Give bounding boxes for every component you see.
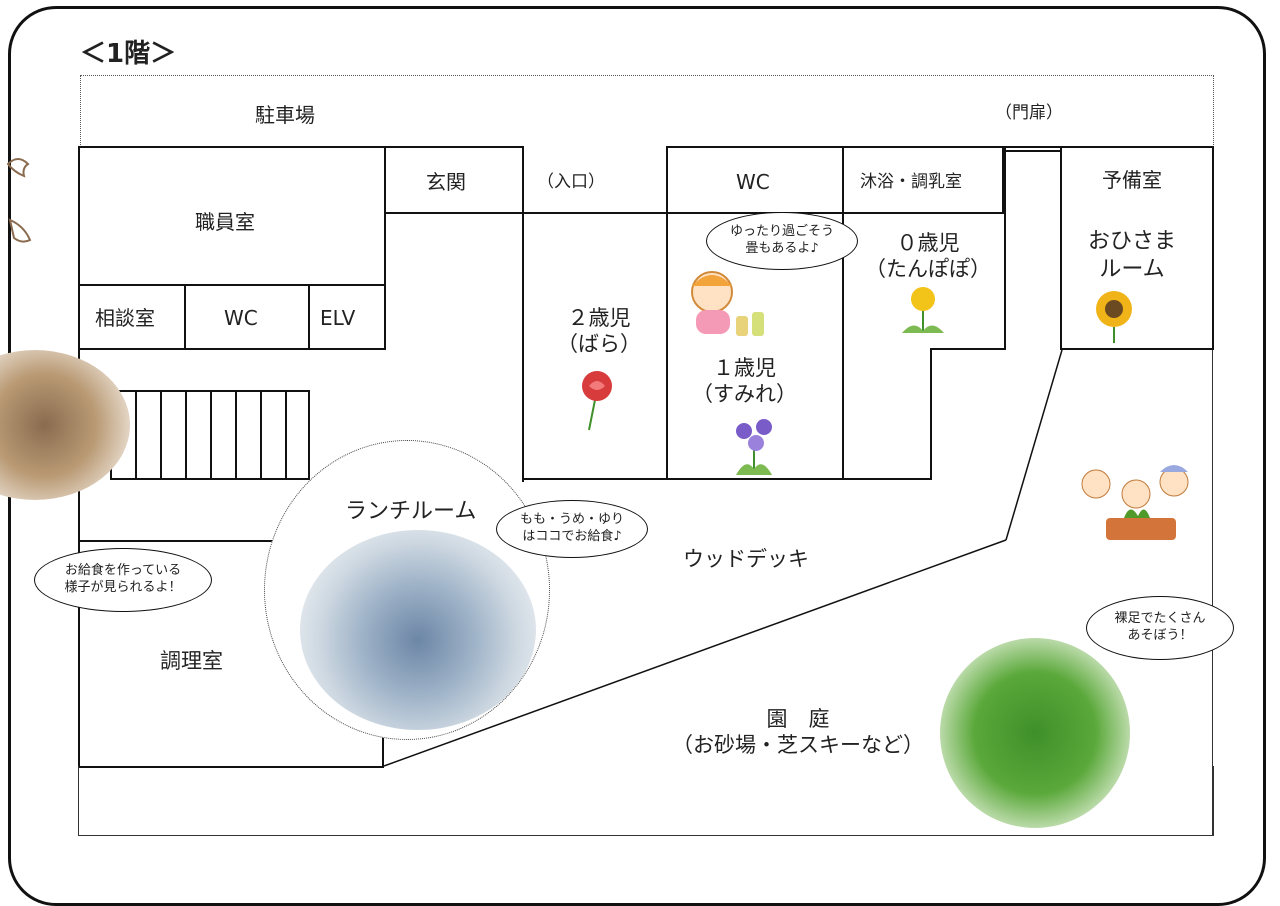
- entry-label: （入口）: [537, 172, 605, 192]
- lunch-room-photo: [300, 530, 536, 730]
- wall-class0-left: [842, 212, 844, 480]
- consult-label: 相談室: [95, 306, 155, 330]
- site-boundary-right: [1212, 350, 1213, 836]
- bath-milk-room: [842, 146, 1004, 214]
- wall-class0-right: [1004, 146, 1006, 350]
- wc-left-label: WC: [224, 306, 258, 330]
- lunch-room-label: ランチルーム: [345, 499, 477, 524]
- elv-label: ELV: [320, 306, 356, 330]
- age1-room-label: １歳児 （すみれ）: [692, 356, 797, 407]
- barefoot-bubble: 裸足でたくさん あそぼう！: [1086, 596, 1234, 660]
- entrance-label: 玄関: [426, 170, 466, 194]
- rose-icon: [582, 371, 612, 431]
- violet-icon: [736, 419, 772, 475]
- gate-rail: [1004, 146, 1062, 152]
- site-boundary-bottom: [78, 766, 1214, 836]
- wall-class0-step: [930, 348, 1006, 350]
- gardening-children-icon: [1081, 465, 1189, 540]
- wall-class-bottom: [522, 478, 932, 480]
- baby-illustration-icon: [691, 271, 764, 336]
- bath-milk-label: 沐浴・調乳室: [860, 172, 962, 192]
- wall-kitchen-bottom: [78, 766, 384, 768]
- wc-top-label: WC: [736, 170, 770, 194]
- wall-class0-inner: [930, 348, 932, 480]
- garden-label: 園 庭 （お砂場・芝スキーなど）: [672, 707, 924, 758]
- floor-title: ＜1階＞: [80, 39, 177, 69]
- age2-room-label: ２歳児 （ばら）: [557, 306, 641, 357]
- tatami-bubble: ゆったり過ごそう 畳もあるよ♪: [706, 212, 858, 270]
- spare-room-label: 予備室: [1102, 168, 1162, 192]
- bird-icon: [6, 158, 32, 243]
- wall-class1-left: [666, 146, 668, 480]
- parking-area: [80, 75, 1214, 145]
- wall-class2-top: [522, 212, 668, 214]
- wall-kitchen-right: [382, 735, 384, 768]
- kitchen-bubble: お給食を作っている 様子が見られるよ！: [34, 548, 212, 612]
- stairs: [110, 390, 310, 480]
- wood-deck-label: ウッドデッキ: [683, 547, 809, 571]
- spare-room: [1060, 146, 1214, 350]
- staff-room-label: 職員室: [195, 210, 255, 234]
- garden-photo: [940, 638, 1130, 828]
- ohisama-room-label: おひさま ルーム: [1088, 229, 1177, 282]
- dandelion-icon: [902, 287, 944, 333]
- sunflower-icon: [1096, 291, 1132, 343]
- gate-label: （門扉）: [995, 103, 1063, 123]
- wall-kitchen-top: [78, 540, 278, 542]
- kitchen-label: 調理室: [160, 649, 223, 673]
- wall-class2-left: [522, 146, 524, 482]
- age0-room-label: ０歳児 （たんぽぽ）: [865, 231, 991, 282]
- parking-label: 駐車場: [255, 103, 315, 127]
- elevator: [308, 284, 386, 350]
- lunch-bubble: もも・うめ・ゆり はココでお給食♪: [496, 500, 648, 558]
